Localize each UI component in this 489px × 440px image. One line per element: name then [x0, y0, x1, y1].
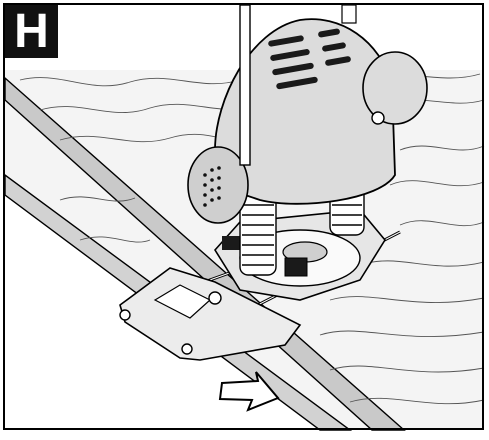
direction-arrow-icon: [218, 371, 280, 412]
power-cord: [239, 4, 251, 166]
right-handle: [362, 51, 428, 125]
guide-plate: [119, 267, 302, 361]
figure-frame: [3, 3, 484, 430]
router-icon: [187, 4, 428, 224]
motor-vents: [268, 28, 351, 90]
figure-label: H: [5, 5, 58, 58]
left-handle: [187, 146, 249, 224]
